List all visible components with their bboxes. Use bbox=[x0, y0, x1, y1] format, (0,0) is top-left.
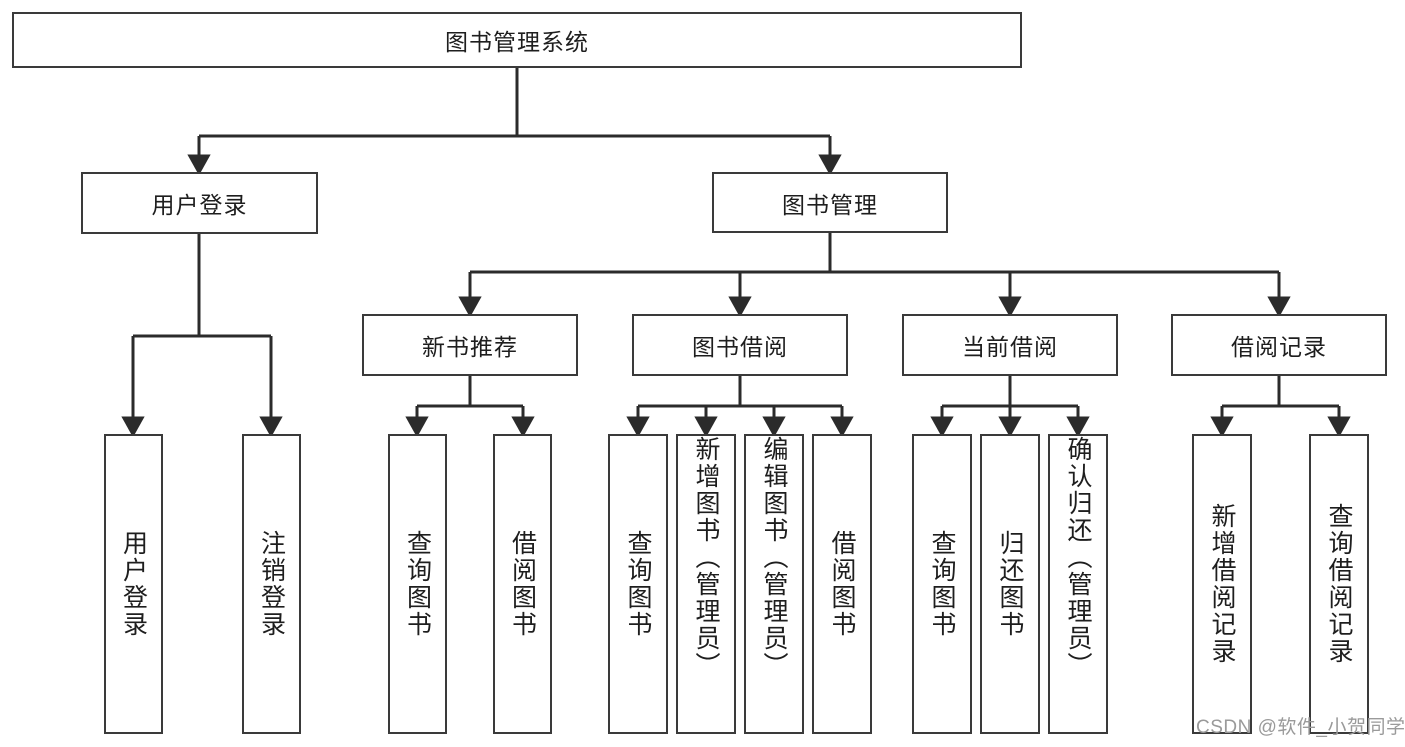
node-current-borrow-label: 当前借阅 bbox=[962, 334, 1058, 360]
leaf-edit-book-admin[interactable]: 编辑图书（管理员） bbox=[744, 434, 804, 734]
node-book-borrow-label: 图书借阅 bbox=[692, 334, 788, 360]
leaf-user-login[interactable]: 用户登录 bbox=[104, 434, 163, 734]
leaf-logout-label: 注销登录 bbox=[257, 530, 286, 638]
leaf-query-book-current-label: 查询图书 bbox=[928, 530, 956, 638]
leaf-borrow-book-label: 借阅图书 bbox=[828, 530, 856, 638]
leaf-query-book-recommend-label: 查询图书 bbox=[403, 530, 432, 638]
leaf-edit-book-admin-label: 编辑图书（管理员） bbox=[760, 436, 788, 679]
leaf-query-book-borrow-label: 查询图书 bbox=[624, 530, 652, 638]
node-user-login[interactable]: 用户登录 bbox=[81, 172, 318, 234]
node-borrow-record[interactable]: 借阅记录 bbox=[1171, 314, 1387, 376]
node-book-management-label: 图书管理 bbox=[782, 191, 878, 218]
leaf-add-book-admin[interactable]: 新增图书（管理员） bbox=[676, 434, 736, 734]
watermark-text: CSDN @软件_小贺同学 bbox=[1196, 717, 1405, 738]
leaf-query-borrow-record-label: 查询借阅记录 bbox=[1325, 503, 1353, 665]
leaf-confirm-return-admin[interactable]: 确认归还（管理员） bbox=[1048, 434, 1108, 734]
leaf-logout[interactable]: 注销登录 bbox=[242, 434, 301, 734]
leaf-query-borrow-record[interactable]: 查询借阅记录 bbox=[1309, 434, 1369, 734]
node-borrow-record-label: 借阅记录 bbox=[1231, 334, 1327, 360]
node-book-borrow[interactable]: 图书借阅 bbox=[632, 314, 848, 376]
leaf-user-login-label: 用户登录 bbox=[119, 530, 148, 638]
node-current-borrow[interactable]: 当前借阅 bbox=[902, 314, 1118, 376]
leaf-add-book-admin-label: 新增图书（管理员） bbox=[692, 436, 720, 679]
node-book-management[interactable]: 图书管理 bbox=[712, 172, 948, 233]
leaf-return-book[interactable]: 归还图书 bbox=[980, 434, 1040, 734]
leaf-borrow-book-recommend-label: 借阅图书 bbox=[508, 530, 537, 638]
leaf-confirm-return-admin-label: 确认归还（管理员） bbox=[1064, 436, 1092, 679]
node-user-login-label: 用户登录 bbox=[151, 192, 248, 218]
leaf-borrow-book[interactable]: 借阅图书 bbox=[812, 434, 872, 734]
leaf-borrow-book-recommend[interactable]: 借阅图书 bbox=[493, 434, 552, 734]
node-new-book-recommend-label: 新书推荐 bbox=[422, 334, 518, 360]
leaf-add-borrow-record-label: 新增借阅记录 bbox=[1208, 503, 1236, 665]
leaf-return-book-label: 归还图书 bbox=[996, 530, 1024, 638]
leaf-query-book-borrow[interactable]: 查询图书 bbox=[608, 434, 668, 734]
leaf-query-book-current[interactable]: 查询图书 bbox=[912, 434, 972, 734]
node-new-book-recommend[interactable]: 新书推荐 bbox=[362, 314, 578, 376]
leaf-query-book-recommend[interactable]: 查询图书 bbox=[388, 434, 447, 734]
node-root[interactable]: 图书管理系统 bbox=[12, 12, 1022, 68]
leaf-add-borrow-record[interactable]: 新增借阅记录 bbox=[1192, 434, 1252, 734]
node-root-label: 图书管理系统 bbox=[445, 29, 589, 55]
